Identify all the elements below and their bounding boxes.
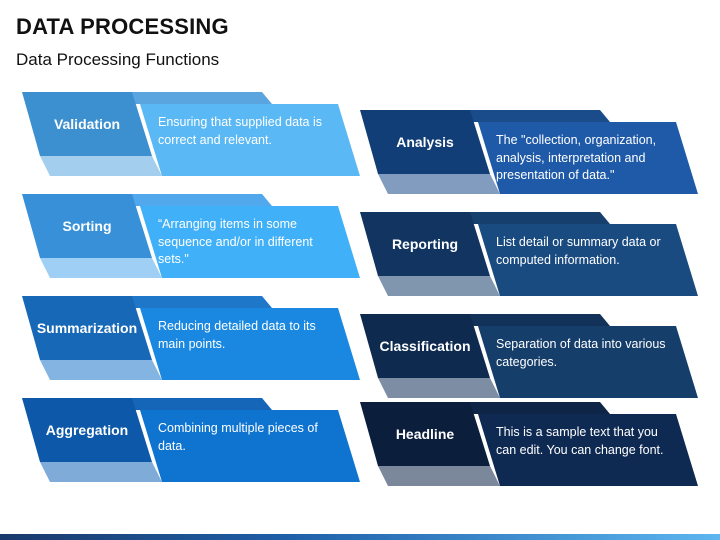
card-label-block	[22, 398, 152, 462]
bottom-accent-bar	[0, 534, 720, 540]
card-label-block	[360, 212, 490, 276]
card-label-block	[22, 296, 152, 360]
card-label-block	[22, 194, 152, 258]
right-card-description-1: The "collection, organization, analysis,…	[496, 133, 657, 182]
left-card-2: Sorting “Arranging items in some sequence…	[22, 194, 360, 282]
right-card-shape-4	[360, 402, 698, 486]
card-shadow	[40, 360, 162, 380]
card-shadow	[378, 276, 500, 296]
left-card-4: Aggregation Combining multiple pieces of …	[22, 398, 360, 486]
left-card-description-2: “Arranging items in some sequence and/or…	[158, 217, 313, 266]
card-label-block	[360, 402, 490, 466]
right-card-label-4: Headline	[395, 425, 455, 442]
card-shadow	[40, 156, 162, 176]
right-card-3: Classification Separation of data into va…	[360, 314, 698, 402]
left-card-shape-1	[22, 92, 360, 176]
page-subtitle: Data Processing Functions	[16, 50, 220, 69]
card-label-block	[360, 314, 490, 378]
card-label-block	[360, 110, 490, 174]
right-card-description-2: List detail or summary data or computed …	[496, 235, 661, 267]
card-front-panel	[478, 122, 698, 194]
left-card-shape-4	[22, 398, 360, 482]
right-card-1: Analysis The "collection, organization, a…	[360, 110, 698, 198]
left-card-label-1: Validation	[53, 115, 121, 132]
card-front-panel	[478, 326, 698, 398]
right-card-description-3: Separation of data into various categori…	[496, 337, 666, 369]
left-card-label-2: Sorting	[62, 217, 112, 234]
left-card-description-1: Ensuring that supplied data is correct a…	[158, 115, 322, 147]
right-card-shape-3	[360, 314, 698, 398]
right-card-label-1: Analysis	[396, 133, 454, 150]
right-card-label-2: Reporting	[391, 235, 459, 252]
page-title: DATA PROCESSING	[16, 14, 229, 39]
left-card-1: Validation Ensuring that supplied data is…	[22, 92, 360, 180]
card-shadow	[378, 174, 500, 194]
left-card-3: Summarization Reducing detailed data to i…	[22, 296, 360, 384]
left-card-label-4: Aggregation	[45, 421, 129, 438]
card-front-panel	[140, 206, 360, 278]
card-front-panel	[140, 308, 360, 380]
left-card-label-3: Summarization	[36, 319, 138, 336]
left-card-description-3: Reducing detailed data to its main point…	[158, 319, 316, 351]
right-card-4: Headline This is a sample text that you c…	[360, 402, 698, 490]
card-front-panel	[478, 224, 698, 296]
card-front-panel	[140, 410, 360, 482]
card-front-panel	[140, 104, 360, 176]
right-card-shape-1	[360, 110, 698, 194]
card-shadow	[378, 466, 500, 486]
card-shadow	[40, 462, 162, 482]
card-shadow	[378, 378, 500, 398]
left-card-shape-2	[22, 194, 360, 278]
right-card-label-3: Classification	[379, 337, 471, 354]
card-shadow	[40, 258, 162, 278]
right-card-shape-2	[360, 212, 698, 296]
card-label-block	[22, 92, 152, 156]
card-front-panel	[478, 414, 698, 486]
left-card-shape-3	[22, 296, 360, 380]
right-card-description-4: This is a sample text that you can edit.…	[496, 425, 664, 457]
left-card-description-4: Combining multiple pieces of data.	[158, 421, 318, 453]
right-card-2: Reporting List detail or summary data or …	[360, 212, 698, 300]
